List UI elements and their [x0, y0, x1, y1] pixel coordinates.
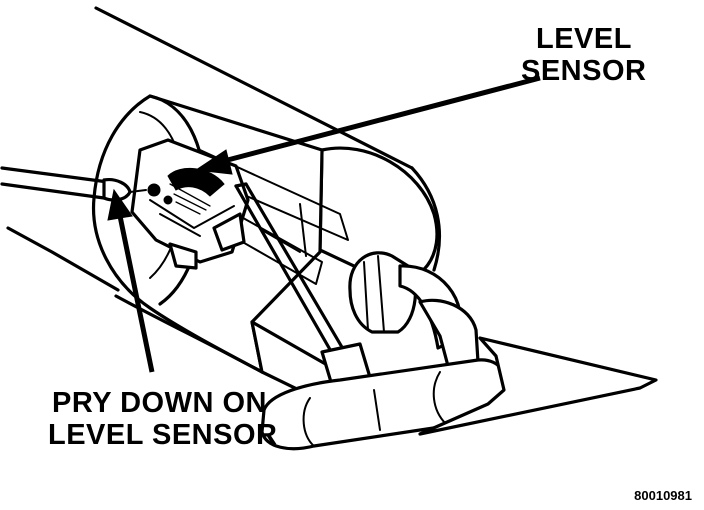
pry-down-arrow: [107, 188, 155, 373]
fuel-tank: [6, 6, 441, 292]
outlet-fitting: [348, 251, 480, 368]
reservoir-base: [418, 336, 658, 436]
level-sensor-label-line-1: LEVEL: [536, 23, 632, 55]
pry-tool: [0, 166, 147, 202]
level-sensor-label-line-2: SENSOR: [521, 55, 646, 87]
pry-down-label-line-2: LEVEL SENSOR: [48, 419, 277, 451]
pry-down-label-line-1: PRY DOWN ON: [52, 387, 267, 419]
level-sensor-arrow: [194, 75, 541, 175]
figure-id: 80010981: [634, 488, 692, 503]
